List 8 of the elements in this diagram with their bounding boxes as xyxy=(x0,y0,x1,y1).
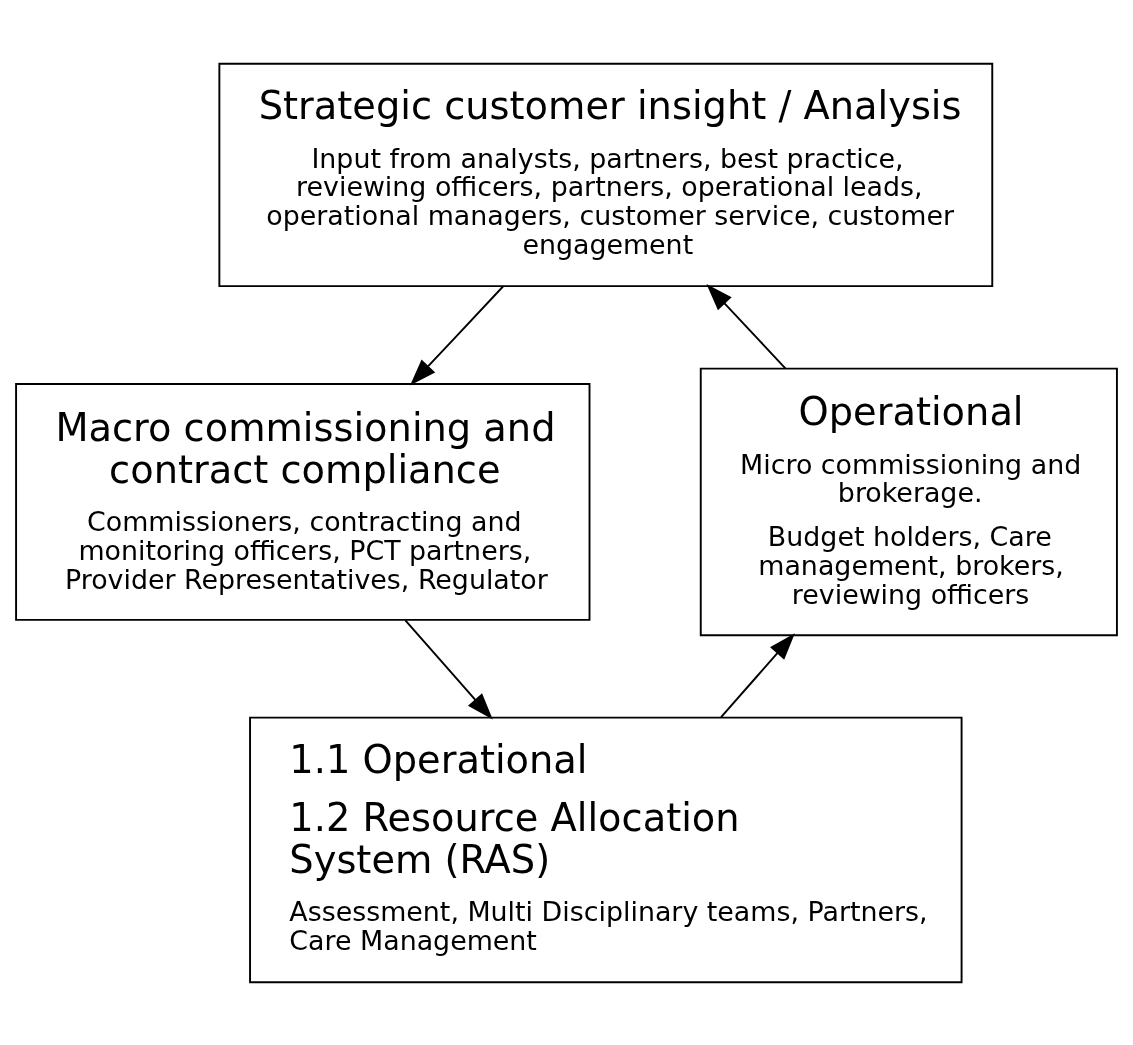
node-box: Strategic customer insight / Analysis Input from analysts, partners, best practice, reviewing officers, partners, operational leads, operational managers, customer service, customer engagement xyxy=(218,62,994,287)
node-box: 1.1 Operational 1.2 Resource Allocation System (RAS) Assessment, Multi Disciplinary teams, Partners, Care Management xyxy=(249,716,963,983)
node-box: Operational Micro commissioning and brokerage. Budget holders, Care management, brokers, reviewing officers xyxy=(699,367,1118,636)
arrow xyxy=(410,284,505,386)
arrow xyxy=(404,618,493,720)
node-box: Macro commissioning and contract compliance Commissioners, contracting and monitoring officers, PCT partners, Provider Representatives, Regulator xyxy=(15,382,591,621)
arrow xyxy=(720,632,795,718)
arrow xyxy=(706,283,787,369)
